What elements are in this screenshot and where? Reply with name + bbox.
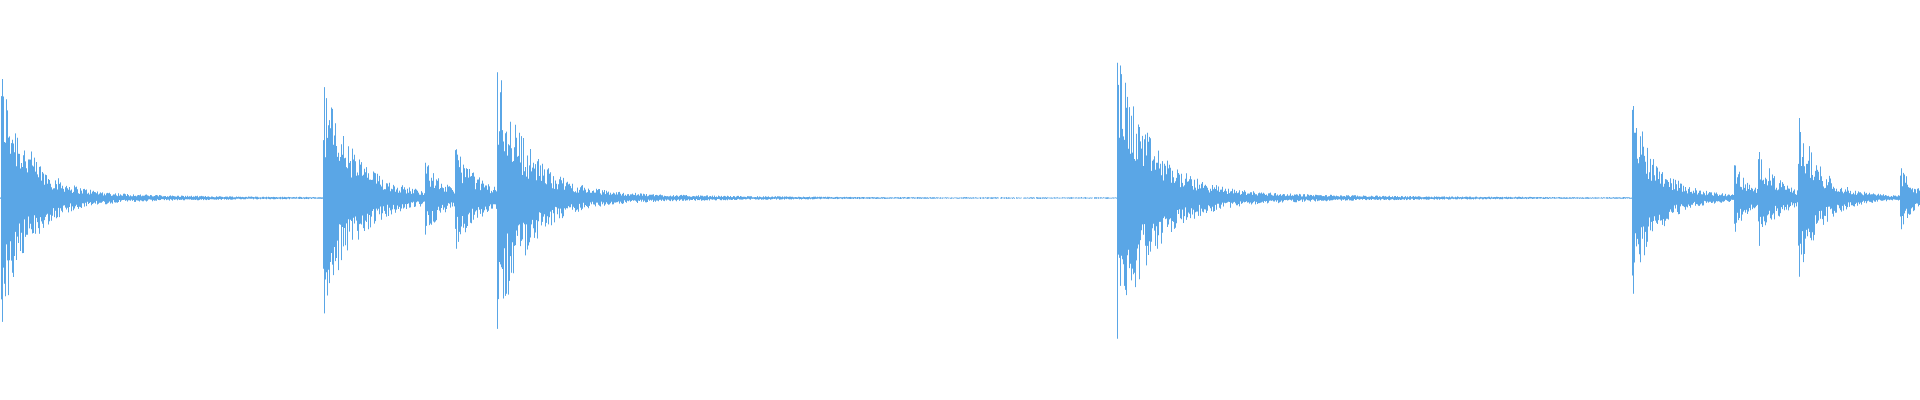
waveform-path (0, 62, 1920, 339)
